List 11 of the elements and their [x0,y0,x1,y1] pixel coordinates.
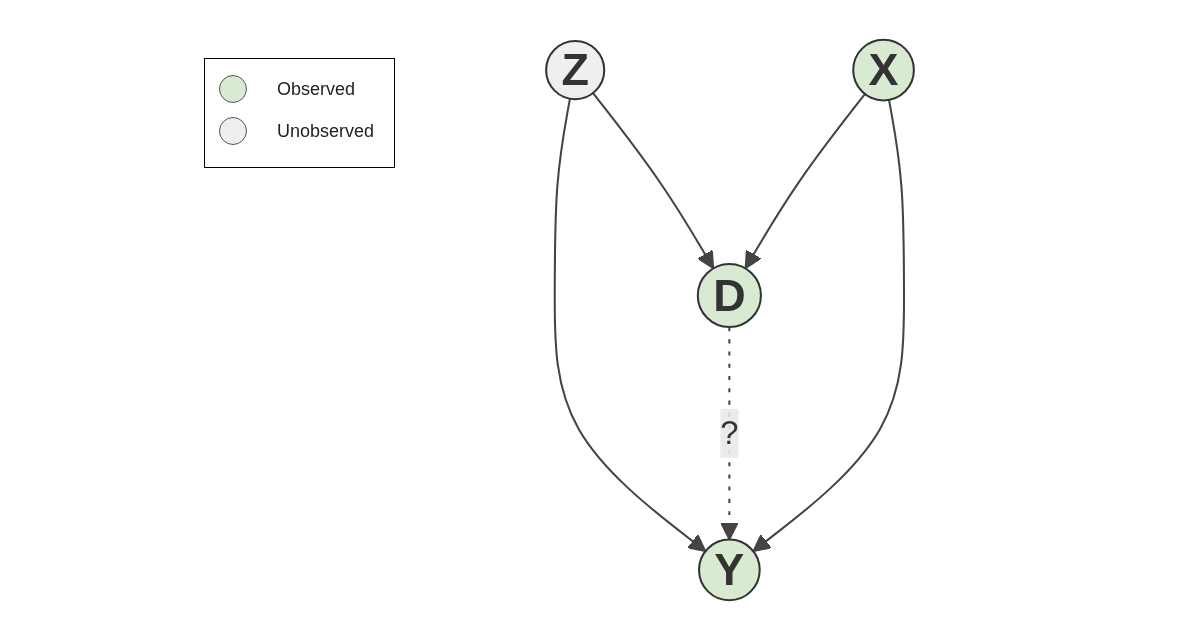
node-circle: Z [545,40,606,101]
node-circle: X [852,38,915,102]
edge-label: ? [720,414,739,450]
arrow [553,98,707,553]
node-circle: D [696,262,762,329]
arrow [744,93,866,270]
legend-label: Observed [277,78,356,100]
node-circle: Y [698,538,761,602]
arrow [752,99,905,553]
legend-label: Unobserved [277,120,375,142]
arrow [592,92,715,270]
